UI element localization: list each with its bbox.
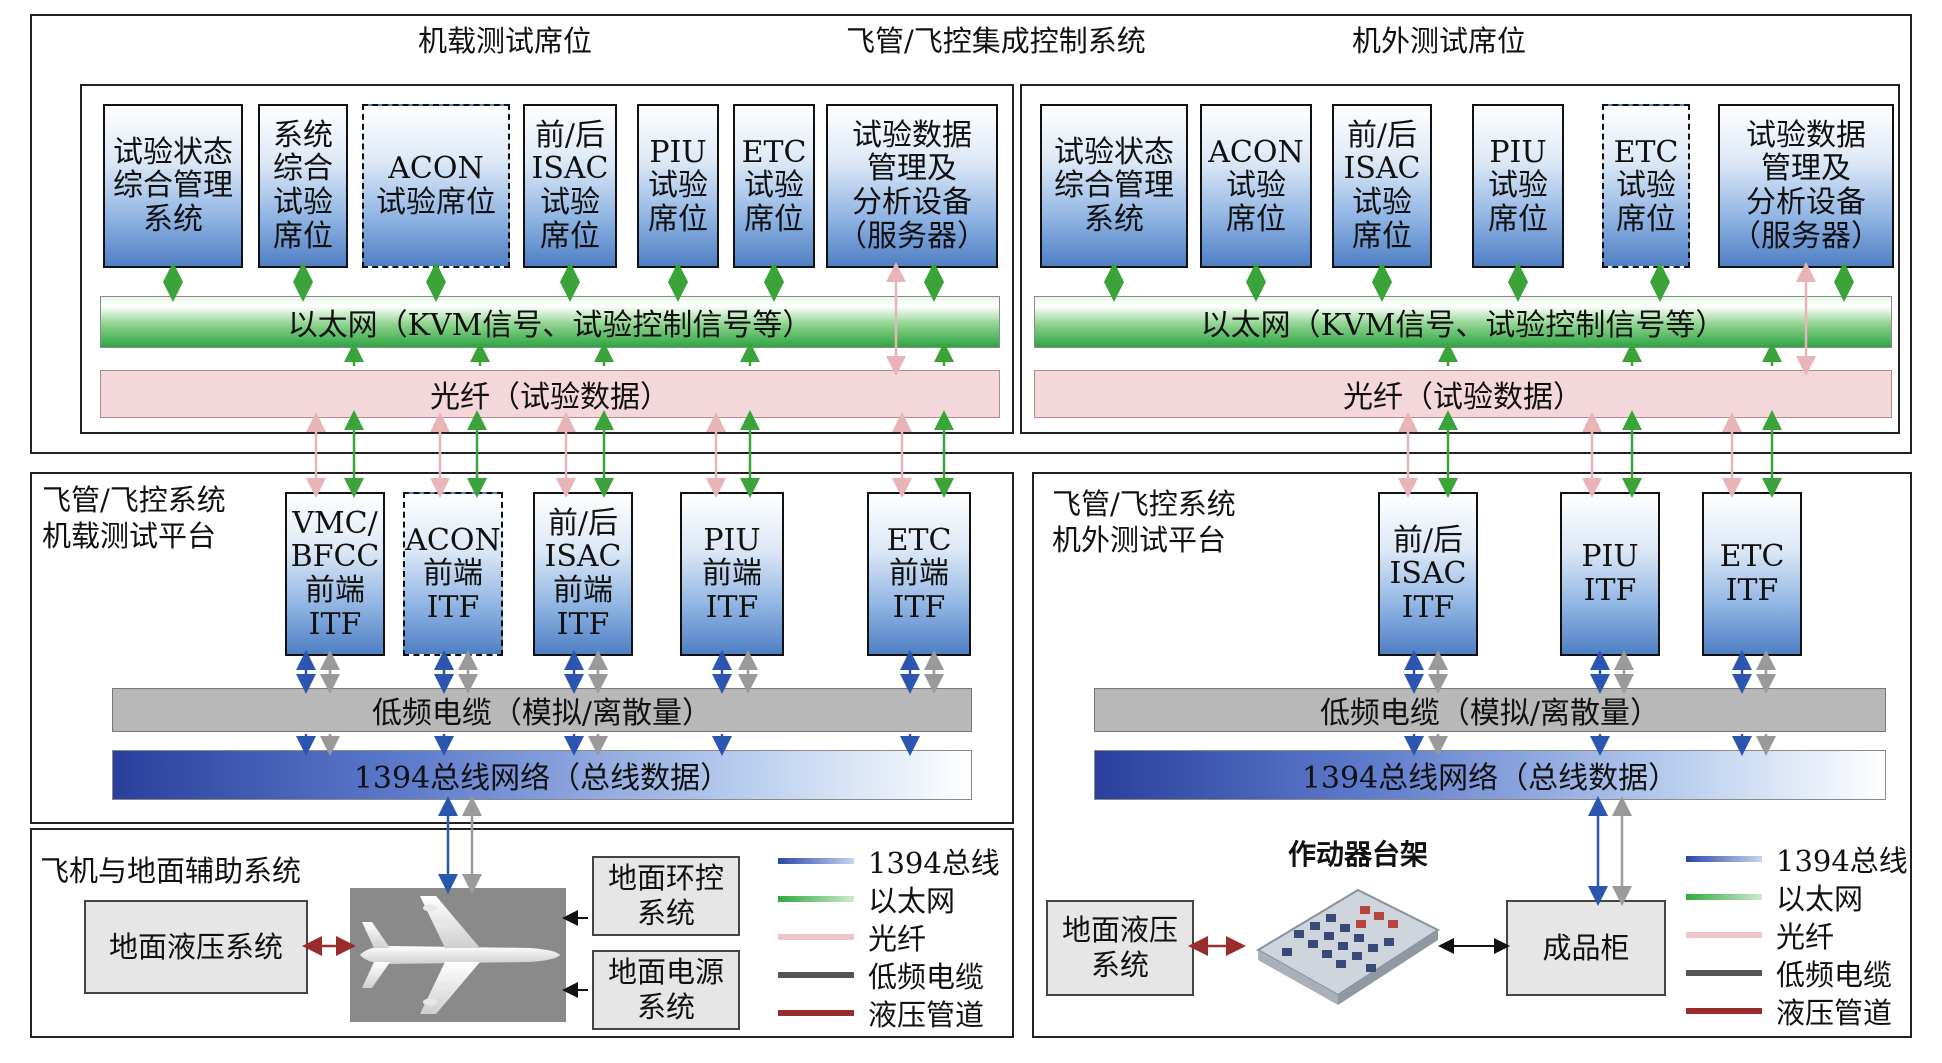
onboard-seat-piu: PIU 试验 席位: [637, 104, 719, 268]
legend-swatch-lowfreq: [778, 972, 854, 978]
integrated-control-title: 飞管/飞控集成控制系统: [846, 24, 1146, 58]
legend-swatch-hydraulic: [1686, 1008, 1762, 1014]
itf-acon: ACON 前端 ITF: [403, 492, 503, 656]
onboard-seat-status-management: 试验状态 综合管理 系统: [103, 104, 243, 268]
itf-piu-onboard: PIU 前端 ITF: [680, 492, 784, 656]
seat-fiber-links: [886, 262, 1816, 376]
offboard-seat-isac: 前/后 ISAC 试验 席位: [1332, 104, 1432, 268]
onboard-seats-frame: [80, 84, 1014, 434]
legend-swatch-hydraulic: [778, 1010, 854, 1016]
ethernet-fiber-links: [344, 342, 1782, 366]
onboard-seat-data-server: 试验数据 管理及 分析设备 （服务器）: [826, 104, 998, 268]
legend-item: 1394总线: [778, 842, 1000, 880]
integrated-control-frame: [30, 14, 1912, 454]
offboard-lowfreq-bar: 低频电缆（模拟/离散量）: [1094, 688, 1886, 732]
legend-item: 光纤: [1686, 916, 1834, 954]
itf-isac-onboard: 前/后 ISAC 前端 ITF: [533, 492, 633, 656]
itf-ethernet-links: [344, 410, 1782, 498]
onboard-seat-system-integration: 系统 综合 试验 席位: [258, 104, 348, 268]
offboard-platform-frame: [1032, 472, 1912, 1038]
onboard-fiber-bar: 光纤（试验数据）: [100, 370, 1000, 418]
lowfreq-bus-links: [296, 734, 1752, 756]
aircraft-ground-frame: [30, 828, 1014, 1038]
onboard-ethernet-bar: 以太网（KVM信号、试验控制信号等）: [100, 296, 1000, 348]
itf-etc-onboard: ETC 前端 ITF: [867, 492, 971, 656]
legend-item: 以太网: [778, 880, 955, 918]
itf-lowfreq-links: [320, 650, 1776, 694]
legend-swatch-fiber: [778, 934, 854, 940]
onboard-seat-isac: 前/后 ISAC 试验 席位: [523, 104, 617, 268]
aircraft-image: [350, 888, 566, 1022]
actuator-hydraulic-box: 地面液压 系统: [1046, 900, 1194, 996]
onboard-platform-frame: [30, 472, 1014, 824]
seat-ethernet-links: [163, 262, 1854, 302]
legend-label: 1394总线: [1776, 844, 1908, 878]
itf-piu-offboard: PIU ITF: [1560, 492, 1660, 656]
ground-env-control-box: 地面环控 系统: [592, 856, 740, 936]
actuator-rig-title: 作动器台架: [1288, 838, 1429, 871]
legend-label: 光纤: [868, 922, 927, 956]
onboard-seats-label: 机载测试席位: [418, 24, 593, 58]
offboard-seat-acon: ACON 试验 席位: [1200, 104, 1312, 268]
ground-hydraulic-box: 地面液压系统: [84, 900, 308, 994]
legend-item: 低频电缆: [778, 956, 984, 994]
legend-item: 光纤: [778, 918, 926, 956]
actuator-rig-icon: [1256, 888, 1441, 1005]
onboard-seat-etc: ETC 试验 席位: [733, 104, 815, 268]
legend-item: 低频电缆: [1686, 954, 1892, 992]
airplane-icon: [360, 896, 560, 1014]
aircraft-section-title: 飞机与地面辅助系统: [40, 854, 302, 888]
legend-item: 1394总线: [1686, 840, 1908, 878]
offboard-seats-label: 机外测试席位: [1352, 24, 1527, 58]
product-cabinet-box: 成品柜: [1506, 900, 1666, 996]
legend-item: 液压管道: [1686, 992, 1892, 1030]
onboard-1394-bar: 1394总线网络（总线数据）: [112, 750, 972, 800]
legend-label: 以太网: [868, 884, 956, 918]
itf-bus-links: [296, 650, 1752, 694]
legend-label: 光纤: [1776, 920, 1835, 954]
legend-item: 以太网: [1686, 878, 1863, 916]
legend-swatch-fiber: [1686, 932, 1762, 938]
ground-power-box: 地面电源 系统: [592, 950, 740, 1030]
offboard-seats-frame: [1020, 84, 1900, 434]
offboard-platform-title: 飞管/飞控系统 机外测试平台: [1052, 487, 1236, 558]
actuator-rig-image: [1238, 880, 1444, 1010]
legend-label: 低频电缆: [868, 960, 985, 994]
onboard-lowfreq-bar: 低频电缆（模拟/离散量）: [112, 688, 972, 732]
legend-swatch-ethernet: [778, 896, 854, 902]
itf-etc-offboard: ETC ITF: [1702, 492, 1802, 656]
offboard-1394-bar: 1394总线网络（总线数据）: [1094, 750, 1886, 800]
legend-label: 1394总线: [868, 846, 1000, 880]
itf-fiber-links: [306, 412, 1742, 498]
itf-vmc-bfcc: VMC/ BFCC 前端 ITF: [285, 492, 385, 656]
legend-item: 液压管道: [778, 994, 984, 1032]
onboard-platform-title: 飞管/飞控系统 机载测试平台: [42, 483, 226, 554]
offboard-seat-status-management: 试验状态 综合管理 系统: [1040, 104, 1188, 268]
lowfreq-drop-links: [320, 734, 1776, 756]
legend-swatch-lowfreq: [1686, 970, 1762, 976]
legend-label: 液压管道: [868, 998, 985, 1032]
offboard-ethernet-bar: 以太网（KVM信号、试验控制信号等）: [1034, 296, 1892, 348]
legend-swatch-ethernet: [1686, 894, 1762, 900]
offboard-seat-etc: ETC 试验 席位: [1602, 104, 1690, 268]
legend-swatch-1394: [1686, 856, 1762, 862]
legend-label: 液压管道: [1776, 996, 1893, 1030]
legend-swatch-1394: [778, 858, 854, 864]
legend-label: 以太网: [1776, 882, 1864, 916]
offboard-fiber-bar: 光纤（试验数据）: [1034, 370, 1892, 418]
itf-isac-offboard: 前/后 ISAC ITF: [1378, 492, 1478, 656]
legend-label: 低频电缆: [1776, 958, 1893, 992]
